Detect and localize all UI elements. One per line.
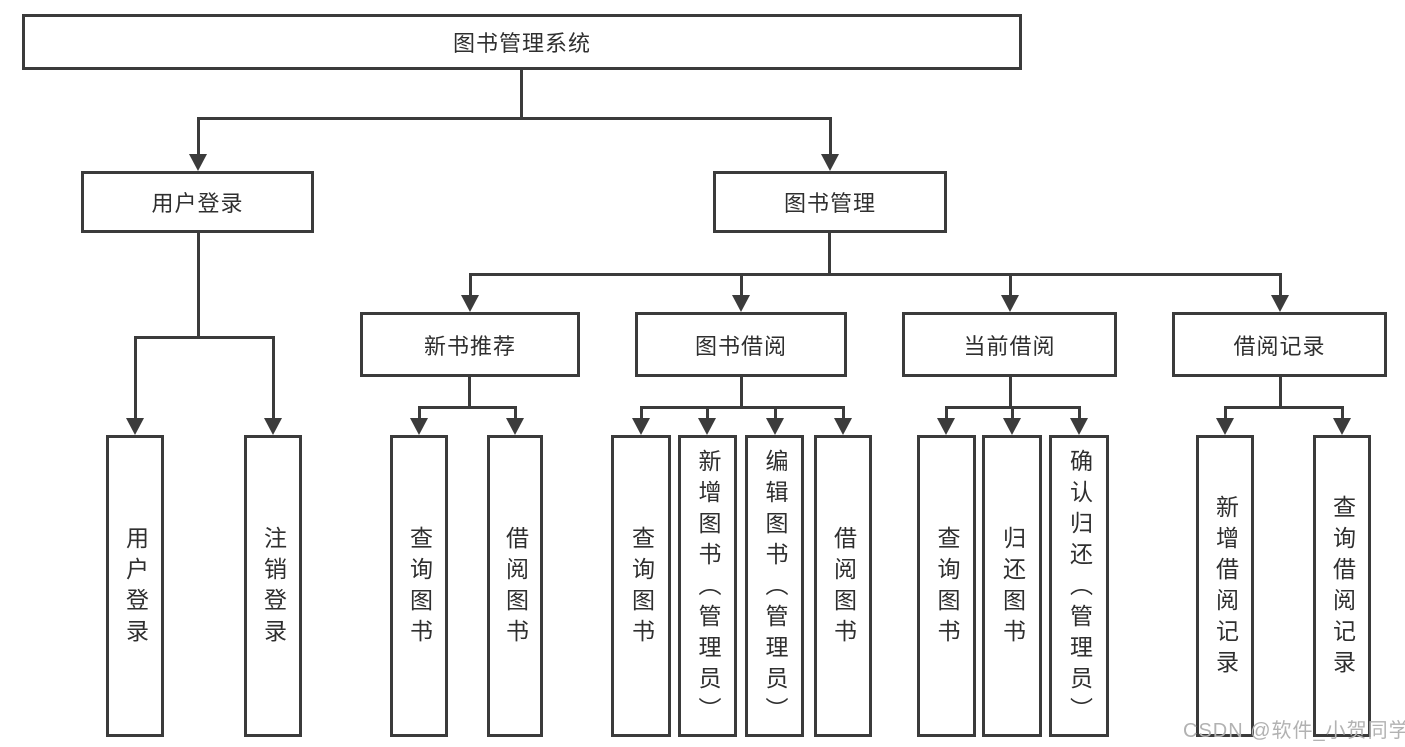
connector-borrowrecord-stem [1279, 377, 1282, 407]
connector-userlogin-stem [197, 233, 200, 336]
leaf-current-query-books: 查询图书 [917, 435, 976, 737]
connector-drop-leaf [945, 406, 948, 420]
arrow-down-icon [410, 418, 428, 435]
leaf-record-query-borrow-record: 查询借阅记录 [1313, 435, 1371, 737]
connector-drop-leaf [134, 336, 137, 420]
connector-currentborrow-stem [1009, 377, 1012, 407]
arrow-down-icon [766, 418, 784, 435]
node-borrowing-records: 借阅记录 [1172, 312, 1387, 377]
arrow-down-icon [698, 418, 716, 435]
arrow-down-icon [461, 295, 479, 312]
arrow-down-icon [1003, 418, 1021, 435]
connector-drop-leaf [272, 336, 275, 420]
connector-root-stem [520, 70, 523, 118]
leaf-current-return-books: 归还图书 [982, 435, 1042, 737]
connector-drop-leaf [706, 406, 709, 420]
arrow-down-icon [834, 418, 852, 435]
connector-bookmgmt-bar [469, 273, 1282, 276]
arrow-down-icon [1216, 418, 1234, 435]
node-new-book-recommend: 新书推荐 [360, 312, 580, 377]
connector-bookborrow-stem [740, 377, 743, 407]
arrow-down-icon [189, 154, 207, 171]
leaf-borrow-borrow-books: 借阅图书 [814, 435, 872, 737]
csdn-watermark: CSDN @软件_小贺同学 [1183, 720, 1405, 742]
leaf-newbook-query-books: 查询图书 [390, 435, 448, 737]
arrow-down-icon [1271, 295, 1289, 312]
leaf-borrow-add-books-admin: 新增图书（管理员） [678, 435, 737, 737]
connector-drop-leaf [640, 406, 643, 420]
connector-newbook-bar [418, 406, 516, 409]
node-user-login: 用户登录 [81, 171, 314, 233]
arrow-down-icon [1001, 295, 1019, 312]
arrow-down-icon [821, 154, 839, 171]
connector-drop-leaf [418, 406, 421, 420]
connector-drop-leaf [1011, 406, 1014, 420]
arrow-down-icon [1333, 418, 1351, 435]
leaf-logout: 注销登录 [244, 435, 302, 737]
connector-userlogin-bar [134, 336, 274, 339]
node-book-management: 图书管理 [713, 171, 947, 233]
connector-borrowrecord-bar [1224, 406, 1344, 409]
connector-drop-user-login [197, 117, 200, 157]
leaf-borrow-query-books: 查询图书 [611, 435, 671, 737]
connector-root-bar [197, 117, 832, 120]
connector-bookborrow-bar [640, 406, 844, 409]
arrow-down-icon [126, 418, 144, 435]
leaf-newbook-borrow-books: 借阅图书 [487, 435, 543, 737]
arrow-down-icon [1070, 418, 1088, 435]
connector-drop-book-borrow [740, 273, 743, 296]
arrow-down-icon [506, 418, 524, 435]
connector-newbook-stem [468, 377, 471, 407]
leaf-borrow-edit-books-admin: 编辑图书（管理员） [745, 435, 804, 737]
connector-drop-current-borrow [1009, 273, 1012, 296]
connector-drop-leaf [1078, 406, 1081, 420]
connector-drop-leaf [842, 406, 845, 420]
connector-drop-book-mgmt [829, 117, 832, 157]
arrow-down-icon [264, 418, 282, 435]
connector-drop-leaf [514, 406, 517, 420]
arrow-down-icon [632, 418, 650, 435]
leaf-user-login: 用户登录 [106, 435, 164, 737]
node-book-borrowing: 图书借阅 [635, 312, 847, 377]
connector-drop-borrow-record [1279, 273, 1282, 296]
leaf-current-confirm-return-admin: 确认归还（管理员） [1049, 435, 1109, 737]
connector-drop-leaf [774, 406, 777, 420]
leaf-record-add-borrow-record: 新增借阅记录 [1196, 435, 1254, 737]
connector-drop-leaf [1224, 406, 1227, 420]
node-root-system: 图书管理系统 [22, 14, 1022, 70]
node-current-borrowing: 当前借阅 [902, 312, 1117, 377]
connector-drop-leaf [1341, 406, 1344, 420]
connector-drop-new-book [469, 273, 472, 296]
connector-bookmgmt-stem [828, 233, 831, 273]
arrow-down-icon [732, 295, 750, 312]
arrow-down-icon [937, 418, 955, 435]
